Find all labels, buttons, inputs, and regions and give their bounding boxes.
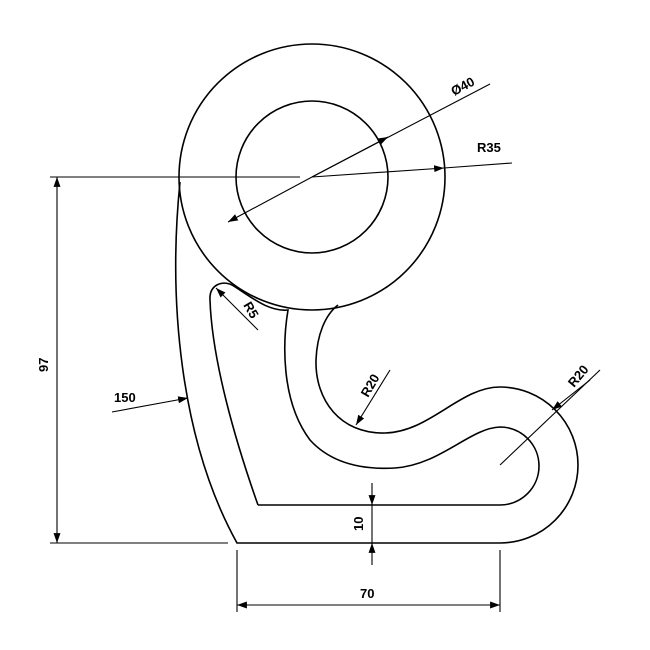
dim-97: 97 bbox=[36, 358, 51, 372]
dim-10: 10 bbox=[351, 517, 366, 531]
dim-r20-inner: R20 bbox=[358, 371, 383, 399]
dim-r20-right: R20 bbox=[565, 362, 592, 390]
dim-r5: R5 bbox=[240, 299, 261, 321]
outer-contour bbox=[175, 181, 579, 544]
dim-r35: R35 bbox=[477, 140, 501, 155]
dim-150: 150 bbox=[114, 390, 136, 405]
dim-70: 70 bbox=[360, 586, 374, 601]
inner-contour bbox=[209, 282, 540, 506]
dim-diameter: Ø40 bbox=[448, 74, 477, 99]
